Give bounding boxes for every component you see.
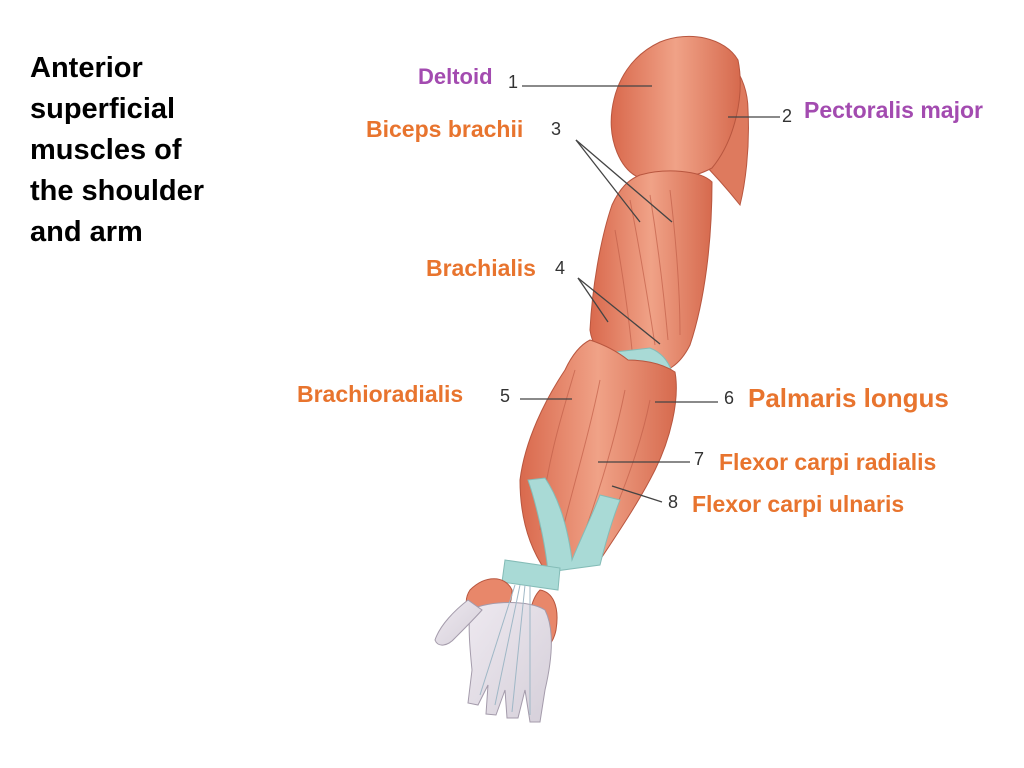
label-flexor-carpi-radialis-number: 7 (694, 449, 705, 469)
label-deltoid-name: Deltoid (418, 64, 493, 89)
label-pectoralis-major-name: Pectoralis major (804, 97, 983, 123)
label-brachioradialis-number: 5 (500, 386, 511, 406)
label-flexor-carpi-radialis-name: Flexor carpi radialis (719, 449, 937, 475)
label-flexor-carpi-radialis: Flexor carpi radialis (719, 449, 936, 476)
flexor-retinaculum (501, 559, 561, 591)
label-palmaris-longus-number: 6 (724, 388, 735, 408)
title-line: and arm (30, 216, 143, 248)
label-brachialis-number: 4 (555, 258, 566, 278)
leader-line-flexor-carpi-ulnaris (611, 485, 663, 503)
title-line: muscles of (30, 134, 182, 166)
slide-title: Anterior superficial muscles of the shou… (30, 48, 250, 253)
label-brachioradialis: Brachioradialis (297, 381, 463, 408)
leader-line-biceps-b (575, 139, 673, 223)
label-flexor-carpi-ulnaris-number: 8 (668, 492, 679, 512)
thumb (434, 599, 483, 646)
label-deltoid: Deltoid (418, 64, 493, 90)
label-deltoid-number: 1 (508, 72, 519, 92)
biceps-fibers (614, 189, 681, 351)
label-biceps-brachii-name: Biceps brachii (366, 116, 524, 142)
label-biceps-brachii-number: 3 (551, 119, 562, 139)
leader-lines (520, 85, 780, 503)
hand (467, 602, 552, 723)
leader-line-biceps-a (575, 139, 641, 223)
wrist-tendons (527, 477, 621, 573)
label-pectoralis-major: Pectoralis major (804, 97, 983, 124)
label-brachioradialis-name: Brachioradialis (297, 381, 464, 407)
leader-line-brachialis-b (577, 277, 661, 345)
palm-tendons (479, 584, 531, 715)
label-flexor-carpi-ulnaris: Flexor carpi ulnaris (692, 491, 904, 518)
leader-line-brachialis-a (577, 277, 609, 323)
label-brachialis: Brachialis (426, 255, 536, 282)
title-line: the shoulder (30, 175, 205, 207)
title-line: superficial (30, 93, 176, 125)
label-palmaris-longus-name: Palmaris longus (748, 383, 949, 413)
label-palmaris-longus: Palmaris longus (748, 383, 949, 414)
label-biceps-brachii: Biceps brachii (366, 116, 523, 143)
title-line: Anterior (30, 52, 143, 84)
label-brachialis-name: Brachialis (426, 255, 536, 281)
label-pectoralis-major-number: 2 (782, 106, 793, 126)
label-flexor-carpi-ulnaris-name: Flexor carpi ulnaris (692, 491, 905, 517)
